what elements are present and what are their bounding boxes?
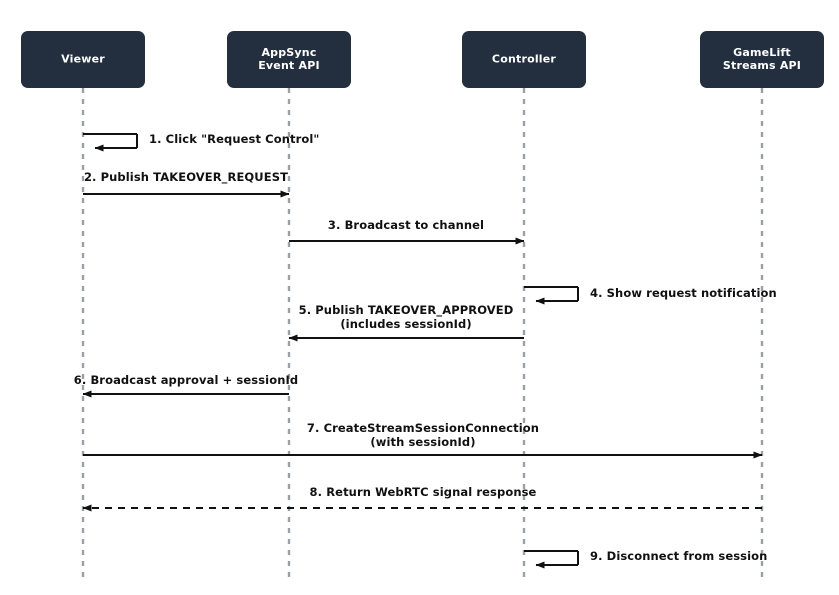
participant-label-appsync: AppSync [261, 46, 316, 59]
message-label-8: 8. Return WebRTC signal response [310, 485, 537, 499]
message-7[interactable]: 7. CreateStreamSessionConnection(with se… [83, 421, 763, 459]
message-8[interactable]: 8. Return WebRTC signal response [82, 485, 762, 512]
message-label-7: 7. CreateStreamSessionConnection [307, 421, 539, 435]
message-label-1: 1. Click "Request Control" [149, 132, 320, 146]
message-2[interactable]: 2. Publish TAKEOVER_REQUEST [83, 170, 290, 198]
participant-label-viewer: Viewer [61, 53, 105, 66]
participant-viewer[interactable]: Viewer [21, 31, 145, 88]
message-1[interactable]: 1. Click "Request Control" [83, 132, 320, 152]
message-label-7: (with sessionId) [370, 435, 475, 449]
message-label-4: 4. Show request notification [590, 286, 777, 300]
participant-label-controller: Controller [492, 53, 557, 66]
message-6[interactable]: 6. Broadcast approval + sessionId [74, 373, 298, 398]
message-label-3: 3. Broadcast to channel [328, 218, 484, 232]
message-label-6: 6. Broadcast approval + sessionId [74, 373, 298, 387]
message-4[interactable]: 4. Show request notification [524, 286, 777, 305]
message-label-2: 2. Publish TAKEOVER_REQUEST [84, 170, 288, 185]
message-3[interactable]: 3. Broadcast to channel [289, 218, 525, 245]
messages-layer: 1. Click "Request Control" 2. Publish TAK… [74, 132, 777, 569]
participant-box-viewer [21, 31, 145, 88]
participant-box-gamelift [700, 31, 824, 88]
participant-label-appsync: Event API [258, 59, 320, 72]
message-label-5: (includes sessionId) [340, 317, 471, 331]
message-5[interactable]: 5. Publish TAKEOVER_APPROVED(includes se… [288, 303, 524, 342]
participant-controller[interactable]: Controller [462, 31, 586, 88]
participant-box-controller [462, 31, 586, 88]
participant-label-gamelift: GameLift [733, 46, 791, 59]
participant-label-gamelift: Streams API [723, 59, 801, 72]
lifelines-layer [81, 88, 764, 578]
message-9[interactable]: 9. Disconnect from session [524, 549, 767, 569]
participant-box-appsync [227, 31, 351, 88]
message-label-9: 9. Disconnect from session [590, 549, 767, 563]
message-label-5: 5. Publish TAKEOVER_APPROVED [299, 303, 514, 318]
